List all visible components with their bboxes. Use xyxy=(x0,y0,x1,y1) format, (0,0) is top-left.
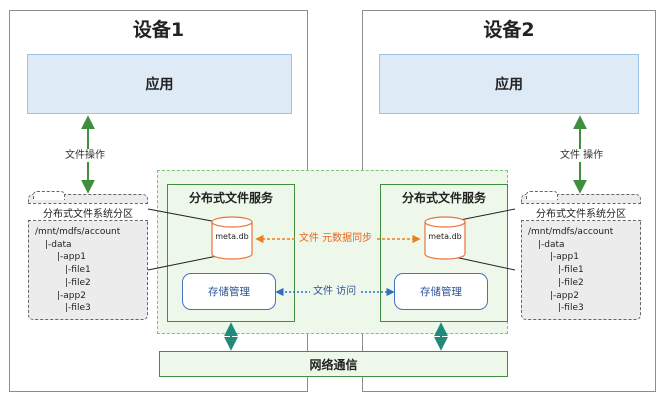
tree-item: |-data xyxy=(538,239,565,250)
tree-item: /mnt/mdfs/account xyxy=(35,227,121,237)
device-1-directory-tree: /mnt/mdfs/account |-data |-app1 |-file1 … xyxy=(35,226,120,315)
device-1-file-ops-label: 文件操作 xyxy=(63,149,107,162)
network-communication-bar: 网络通信 xyxy=(159,351,508,377)
metadata-sync-label: 文件 元数据同步 xyxy=(296,232,376,245)
device-2-partition-tab xyxy=(526,191,558,200)
device-2-partition: 分布式文件系统分区 /mnt/mdfs/account |-data |-app… xyxy=(521,191,641,320)
device-1-title: 设备1 xyxy=(132,19,185,41)
device-1-partition-db-line-top xyxy=(147,208,218,223)
device-1-partition-tab xyxy=(33,191,65,200)
device-2-meta-db-label: meta.db xyxy=(428,232,462,241)
device-1-service-title: 分布式文件服务 xyxy=(188,191,273,205)
device-1-partition-db-line-bottom xyxy=(147,255,218,271)
tree-item: |-app1 xyxy=(550,252,579,263)
device-2-app-box: 应用 xyxy=(379,54,639,114)
device-2-title: 设备2 xyxy=(483,19,535,41)
device-1-partition: 分布式文件系统分区 /mnt/mdfs/account |-data |-app… xyxy=(28,191,148,320)
device-1-storage-management: 存储管理 xyxy=(182,273,276,310)
device-2-meta-db-cylinder xyxy=(424,216,466,260)
tree-item: |-file3 xyxy=(65,303,91,314)
tree-item: |-file2 xyxy=(558,277,584,288)
tree-item: /mnt/mdfs/account xyxy=(528,227,614,237)
device-2-partition-title: 分布式文件系统分区 xyxy=(521,203,641,221)
device-1-meta-db-label: meta.db xyxy=(215,232,249,241)
device-2-partition-db-line-bottom xyxy=(449,255,516,271)
device-1-partition-title: 分布式文件系统分区 xyxy=(28,203,148,221)
tree-item: |-file3 xyxy=(558,303,584,314)
tree-item: |-file1 xyxy=(558,265,584,276)
device-2-service-title: 分布式文件服务 xyxy=(401,191,486,205)
file-access-label: 文件 访问 xyxy=(310,285,360,298)
device-1-app-box: 应用 xyxy=(27,54,292,114)
tree-item: |-app1 xyxy=(57,252,86,263)
tree-item: |-data xyxy=(45,239,72,250)
device-2-storage-management: 存储管理 xyxy=(394,273,488,310)
tree-item: |-app2 xyxy=(57,290,86,301)
device-2-file-ops-label: 文件 操作 xyxy=(558,149,606,162)
tree-item: |-app2 xyxy=(550,290,579,301)
device-2-directory-tree: /mnt/mdfs/account |-data |-app1 |-file1 … xyxy=(528,226,613,315)
tree-item: |-file1 xyxy=(65,265,91,276)
tree-item: |-file2 xyxy=(65,277,91,288)
device-1-meta-db-cylinder xyxy=(211,216,253,260)
